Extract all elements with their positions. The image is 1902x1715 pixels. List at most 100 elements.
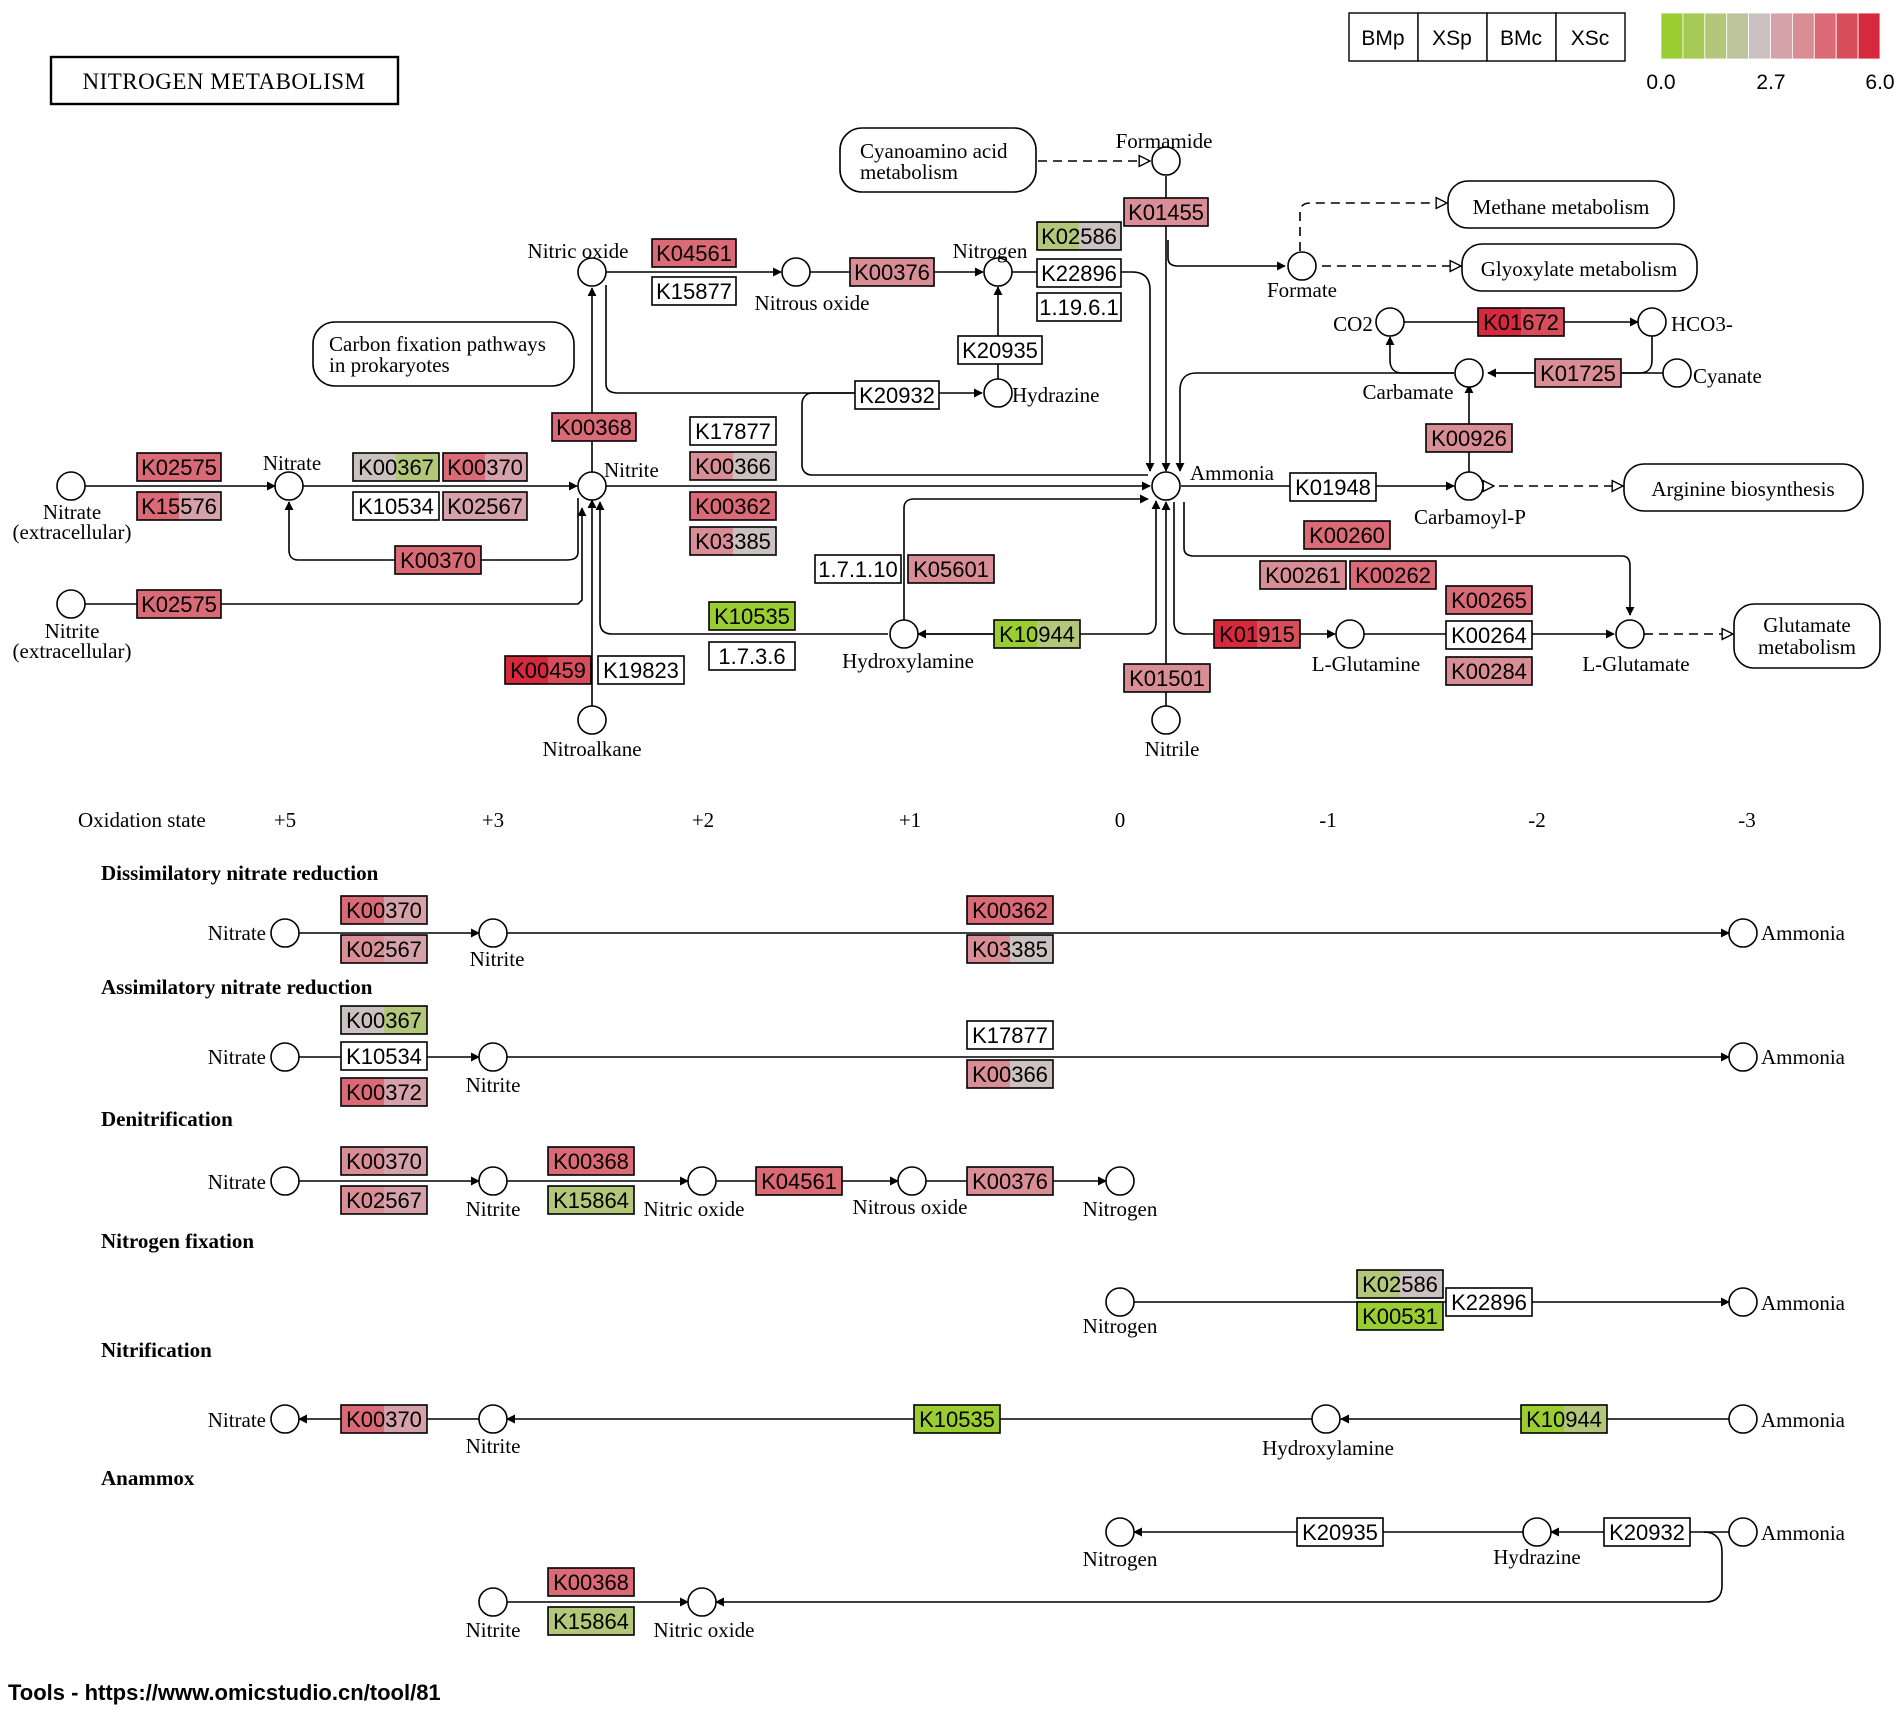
pathway-methane[interactable]: Methane metabolism xyxy=(1447,180,1675,229)
ko-box-k20935[interactable]: K20935 xyxy=(957,335,1043,365)
ko-box-k20932[interactable]: K20932 xyxy=(854,380,940,410)
compound-node[interactable] xyxy=(687,1166,717,1196)
ko-box-k01948[interactable]: K01948 xyxy=(1289,472,1377,502)
ko-box-k19823[interactable]: K19823 xyxy=(597,655,685,685)
ko-box-k00368[interactable]: K00368 xyxy=(551,412,637,442)
ko-box-k00370[interactable]: K00370 xyxy=(340,895,428,925)
ko-box-k22896[interactable]: K22896 xyxy=(1445,1287,1533,1317)
ko-box-k10944[interactable]: K10944 xyxy=(993,619,1081,649)
ko-box-k00376[interactable]: K00376 xyxy=(849,257,935,287)
ko-box-k00531[interactable]: K00531 xyxy=(1356,1301,1444,1331)
ko-box-k00284[interactable]: K00284 xyxy=(1445,656,1533,686)
compound-node[interactable] xyxy=(274,471,304,501)
ko-box-k10535[interactable]: K10535 xyxy=(913,1404,1001,1434)
compound-node[interactable] xyxy=(1151,471,1181,501)
ko-box-k02575[interactable]: K02575 xyxy=(136,589,222,619)
ko-box-k00362[interactable]: K00362 xyxy=(966,895,1054,925)
ko-box-k22896[interactable]: K22896 xyxy=(1036,258,1122,288)
compound-node[interactable] xyxy=(1105,1287,1135,1317)
compound-node[interactable] xyxy=(1335,619,1365,649)
compound-node[interactable] xyxy=(1637,307,1667,337)
pathway-carbon-fixation[interactable]: Carbon fixation pathways in prokaryotes xyxy=(312,321,575,387)
compound-node[interactable] xyxy=(1375,307,1405,337)
compound-node[interactable] xyxy=(1728,1042,1758,1072)
compound-node[interactable] xyxy=(687,1587,717,1617)
compound-node[interactable] xyxy=(56,471,86,501)
compound-node[interactable] xyxy=(56,589,86,619)
compound-node[interactable] xyxy=(478,1042,508,1072)
ko-box-k01725[interactable]: K01725 xyxy=(1534,358,1622,388)
compound-node[interactable] xyxy=(577,705,607,735)
compound-node[interactable] xyxy=(478,1166,508,1196)
compound-node[interactable] xyxy=(1728,1404,1758,1434)
ko-box-k05601[interactable]: K05601 xyxy=(907,554,995,584)
ko-box-k17877[interactable]: K17877 xyxy=(689,416,777,446)
ko-box-k00367[interactable]: K00367 xyxy=(340,1005,428,1035)
ko-box-k00376[interactable]: K00376 xyxy=(966,1166,1054,1196)
ko-box-k00370[interactable]: K00370 xyxy=(340,1404,428,1434)
ko-box-k03385[interactable]: K03385 xyxy=(689,526,777,556)
compound-node[interactable] xyxy=(983,257,1013,287)
ko-box-k04561[interactable]: K04561 xyxy=(755,1166,843,1196)
compound-node[interactable] xyxy=(889,619,919,649)
ko-box-k00370[interactable]: K00370 xyxy=(442,452,528,482)
ko-box-k00926[interactable]: K00926 xyxy=(1425,423,1513,453)
compound-node[interactable] xyxy=(1287,251,1317,281)
compound-node[interactable] xyxy=(781,257,811,287)
compound-node[interactable] xyxy=(270,918,300,948)
compound-node[interactable] xyxy=(1311,1404,1341,1434)
ko-box-ec17110[interactable]: 1.7.1.10 xyxy=(814,554,902,584)
compound-node[interactable] xyxy=(983,378,1013,408)
ko-box-k00261[interactable]: K00261 xyxy=(1259,560,1347,590)
ko-box-k00262[interactable]: K00262 xyxy=(1349,560,1437,590)
compound-node[interactable] xyxy=(1728,1517,1758,1547)
compound-node[interactable] xyxy=(1615,619,1645,649)
compound-node[interactable] xyxy=(1151,146,1181,176)
pathway-arginine[interactable]: Arginine biosynthesis xyxy=(1623,463,1864,512)
compound-node[interactable] xyxy=(1454,471,1484,501)
ko-box-k02567[interactable]: K02567 xyxy=(340,934,428,964)
ko-box-k10944[interactable]: K10944 xyxy=(1520,1404,1608,1434)
ko-box-k10534[interactable]: K10534 xyxy=(352,491,440,521)
ko-box-k00367[interactable]: K00367 xyxy=(352,452,440,482)
ko-box-k20932[interactable]: K20932 xyxy=(1603,1517,1691,1547)
ko-box-k15877[interactable]: K15877 xyxy=(651,276,737,306)
ko-box-k15864[interactable]: K15864 xyxy=(547,1185,635,1215)
ko-box-k15576[interactable]: K15576 xyxy=(136,491,222,521)
ko-box-ec1196[interactable]: 1.19.6.1 xyxy=(1036,292,1122,322)
ko-box-k00260[interactable]: K00260 xyxy=(1303,520,1391,550)
ko-box-k02567[interactable]: K02567 xyxy=(442,491,528,521)
ko-box-k04561[interactable]: K04561 xyxy=(651,238,737,268)
compound-node[interactable] xyxy=(577,471,607,501)
compound-node[interactable] xyxy=(577,257,607,287)
ko-box-k00368[interactable]: K00368 xyxy=(547,1146,635,1176)
ko-box-k02567[interactable]: K02567 xyxy=(340,1185,428,1215)
ko-box-k15864[interactable]: K15864 xyxy=(547,1606,635,1636)
ko-box-k01915[interactable]: K01915 xyxy=(1213,619,1301,649)
compound-node[interactable] xyxy=(897,1166,927,1196)
compound-node[interactable] xyxy=(1105,1166,1135,1196)
ko-box-k00264[interactable]: K00264 xyxy=(1445,620,1533,650)
compound-node[interactable] xyxy=(1728,918,1758,948)
ko-box-k00459[interactable]: K00459 xyxy=(504,655,592,685)
ko-box-k10534[interactable]: K10534 xyxy=(340,1041,428,1071)
compound-node[interactable] xyxy=(1454,358,1484,388)
ko-box-k02586[interactable]: K02586 xyxy=(1036,221,1122,251)
compound-node[interactable] xyxy=(478,1587,508,1617)
pathway-glyoxylate[interactable]: Glyoxylate metabolism xyxy=(1461,243,1698,292)
ko-box-k20935[interactable]: K20935 xyxy=(1296,1517,1384,1547)
ko-box-k02575[interactable]: K02575 xyxy=(136,452,222,482)
ko-box-k00370[interactable]: K00370 xyxy=(394,545,482,575)
ko-box-k00370[interactable]: K00370 xyxy=(340,1146,428,1176)
ko-box-ec1736[interactable]: 1.7.3.6 xyxy=(708,641,796,671)
ko-box-k00372[interactable]: K00372 xyxy=(340,1077,428,1107)
ko-box-k00366[interactable]: K00366 xyxy=(966,1059,1054,1089)
ko-box-k17877[interactable]: K17877 xyxy=(966,1020,1054,1050)
compound-node[interactable] xyxy=(1662,358,1692,388)
compound-node[interactable] xyxy=(270,1042,300,1072)
compound-node[interactable] xyxy=(270,1404,300,1434)
ko-box-k00368[interactable]: K00368 xyxy=(547,1567,635,1597)
ko-box-k00362[interactable]: K00362 xyxy=(689,491,777,521)
pathway-glutamate[interactable]: Glutamate metabolism xyxy=(1733,603,1881,669)
compound-node[interactable] xyxy=(1151,705,1181,735)
